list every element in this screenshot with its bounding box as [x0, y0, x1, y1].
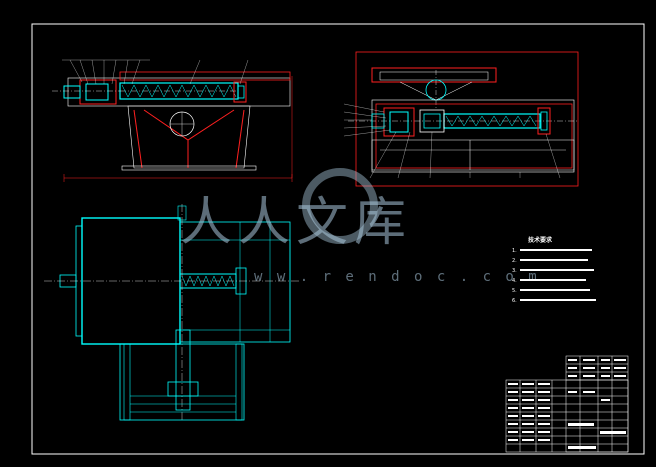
- requirement-2: 2.: [512, 258, 517, 264]
- watermark-text: 人人文库: [180, 193, 412, 253]
- title-block: [505, 355, 629, 453]
- technical-requirements: 技术要求 1. 2. 3. 4. 5. 6.: [512, 236, 596, 304]
- requirement-3: 3.: [512, 268, 517, 274]
- requirement-1: 1.: [512, 248, 517, 254]
- sheet-border: [31, 23, 645, 455]
- plan-view: [44, 204, 300, 421]
- requirement-4: 4.: [512, 278, 517, 284]
- watermark-url: w w . r e n d o c . c o m: [254, 269, 540, 285]
- requirement-5: 5.: [512, 288, 517, 294]
- front-view: [52, 59, 293, 182]
- requirement-6: 6.: [512, 298, 517, 304]
- watermark: 人人文库 w w . r e n d o c . c o m: [180, 168, 540, 285]
- technical-requirements-title: 技术要求: [528, 236, 553, 244]
- title-block-text-marks: [508, 359, 626, 449]
- section-view: [343, 51, 579, 187]
